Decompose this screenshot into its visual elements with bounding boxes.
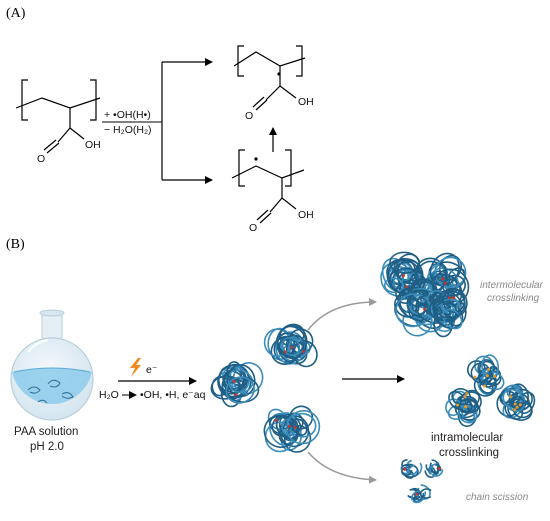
flask-label-line2: pH 2.0 <box>30 441 64 453</box>
coil-scission-2 <box>424 459 444 479</box>
chain-scission-label: chain scission <box>466 492 529 503</box>
coil-intra-1 <box>466 354 505 397</box>
paa-repeat-unit-reactant <box>15 79 101 154</box>
hydroxyl-bottom: OH <box>298 209 314 221</box>
hydroxyl-reactant: OH <box>85 139 101 151</box>
lightning-bolt-icon <box>130 358 141 377</box>
carbonyl-oxygen-top: O <box>245 110 253 122</box>
intermolecular-label-line1: intermolecular <box>480 280 543 291</box>
panel-a-label: (A) <box>6 6 26 21</box>
radical-dot-top <box>277 72 281 76</box>
coil-intra-2 <box>445 388 482 427</box>
radical-dot-bottom <box>254 157 258 161</box>
paa-backbone-radical <box>231 149 305 224</box>
coil-radical-2 <box>263 323 318 368</box>
intermolecular-label-line2: crosslinking <box>487 293 540 304</box>
coil-intra-3 <box>496 383 536 421</box>
coil-radical-1 <box>210 361 264 408</box>
polymer-coils <box>210 251 536 504</box>
hydroxyl-top: OH <box>298 96 314 108</box>
coil-inter-4 <box>426 287 468 338</box>
intramolecular-label-line2: crosslinking <box>439 447 499 459</box>
water-label: H₂O <box>99 389 119 401</box>
arrow-to-scission <box>307 451 377 484</box>
paa-alpha-radical <box>233 45 306 111</box>
carbonyl-oxygen-bottom: O <box>249 222 257 234</box>
carbonyl-oxygen-reactant: O <box>37 153 45 165</box>
flask-label-line1: PAA solution <box>14 426 78 438</box>
flask <box>10 309 94 421</box>
coil-scission-1 <box>400 459 423 479</box>
electron-label: e⁻ <box>146 364 158 376</box>
reaction-conditions-add: + •OH(H•) <box>104 109 151 121</box>
coil-inter-1 <box>380 251 427 304</box>
branch-arrows <box>161 58 277 184</box>
panel-b-label: (B) <box>6 237 25 252</box>
arrow-to-intermolecular <box>307 298 377 331</box>
coil-radical-3 <box>263 405 321 453</box>
coil-scission-3 <box>406 484 434 504</box>
intramolecular-label-line1: intramolecular <box>431 432 503 444</box>
radical-species-label: •OH, •H, e⁻aq <box>140 389 206 401</box>
reaction-conditions-remove: − H₂O(H₂) <box>104 124 152 136</box>
